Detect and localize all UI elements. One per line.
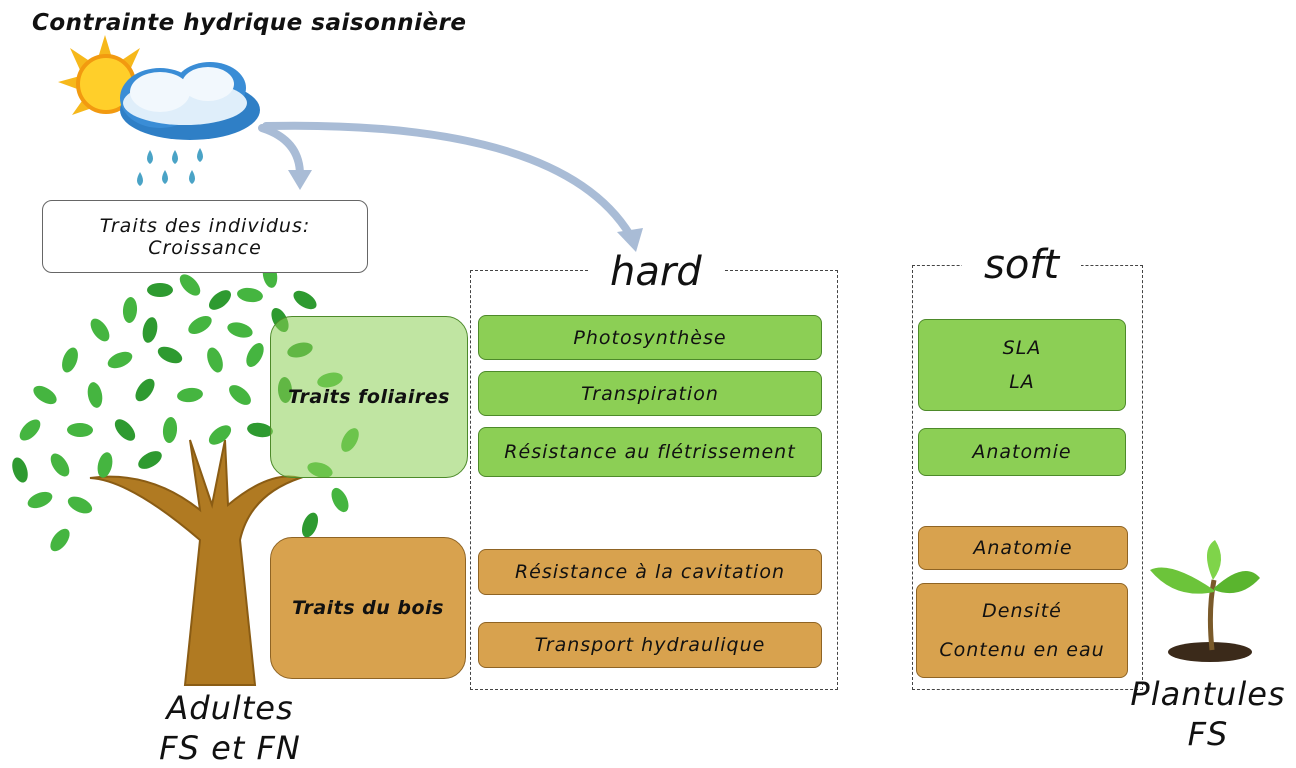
leaf-icon — [50, 453, 70, 477]
plantules-label: Plantules FS — [1118, 674, 1296, 754]
soft-wood-item-1: Anatomie — [918, 526, 1128, 570]
leaf-icon — [208, 290, 232, 310]
leaf-icon — [177, 387, 203, 403]
leaf-icon — [246, 343, 264, 367]
page-title: Contrainte hydrique saisonnière — [32, 10, 467, 36]
leaf-icon — [227, 322, 253, 338]
seedling-icon — [1150, 540, 1260, 662]
soft-title: soft — [962, 245, 1082, 285]
soft-leaf-item-2: Anatomie — [918, 428, 1126, 476]
plantules-line2: FS — [1187, 715, 1229, 753]
soft-leaf-sla: SLA — [1002, 336, 1042, 359]
leaf-icon — [331, 487, 349, 513]
leaf-icon — [62, 347, 78, 373]
arrow-to-hard — [262, 121, 634, 239]
leaf-icon — [237, 287, 263, 303]
hard-leaf-item-3: Résistance au flétrissement — [478, 427, 822, 477]
soft-wood-item-2: Densité Contenu en eau — [916, 583, 1128, 678]
soft-wood-densite: Densité — [982, 600, 1062, 623]
leaf-icon — [142, 317, 158, 343]
hard-wood-item-2: Transport hydraulique — [478, 622, 822, 668]
soft-leaf-item-1: SLA LA — [918, 319, 1126, 411]
hard-wood-item-1: Résistance à la cavitation — [478, 549, 822, 595]
leaf-icon — [67, 422, 93, 438]
leaf-icon — [301, 512, 319, 538]
leaf-icon — [107, 351, 133, 369]
adultes-line2: FS et FN — [159, 729, 301, 767]
leaf-icon — [12, 457, 28, 483]
traits-bois-box: Traits du bois — [270, 537, 466, 679]
leaf-icon — [33, 385, 57, 405]
soft-wood-contenu: Contenu en eau — [939, 638, 1105, 661]
adultes-line1: Adultes — [166, 689, 294, 727]
leaf-icon — [114, 419, 136, 441]
individus-box: Traits des individus: Croissance — [42, 200, 368, 273]
leaf-icon — [67, 496, 93, 514]
individus-line1: Traits des individus: — [99, 214, 311, 237]
arrow-to-individus — [258, 124, 304, 179]
leaf-icon — [87, 382, 103, 408]
leaf-icon — [135, 378, 155, 402]
leaf-icon — [90, 318, 110, 342]
leaf-icon — [229, 385, 251, 405]
traits-foliaires-box: Traits foliaires — [270, 316, 468, 478]
leaf-icon — [208, 425, 232, 445]
leaf-icon — [138, 451, 162, 469]
adultes-label: Adultes FS et FN — [130, 688, 330, 768]
hard-leaf-item-1: Photosynthèse — [478, 315, 822, 360]
soft-leaf-la: LA — [1009, 371, 1035, 393]
leaf-icon — [207, 347, 223, 373]
leaf-icon — [50, 528, 70, 552]
traits-bois-label: Traits du bois — [292, 597, 444, 619]
leaf-icon — [19, 419, 41, 441]
traits-foliaires-label: Traits foliaires — [288, 386, 450, 408]
leaf-icon — [179, 274, 201, 296]
cloud-icon — [120, 62, 260, 140]
leaf-icon — [147, 283, 173, 297]
rain-icon — [137, 148, 203, 186]
arrowhead-individus — [288, 170, 312, 190]
leaf-icon — [27, 491, 53, 509]
hard-leaf-item-2: Transpiration — [478, 371, 822, 416]
hard-title: hard — [588, 252, 724, 292]
leaf-icon — [162, 417, 178, 443]
arrowhead-hard — [617, 228, 643, 252]
plantules-line1: Plantules — [1130, 675, 1286, 713]
leaf-icon — [247, 422, 273, 438]
leaf-icon — [97, 452, 113, 478]
individus-line2: Croissance — [148, 236, 262, 259]
leaf-icon — [122, 297, 138, 323]
leaf-icon — [293, 290, 317, 310]
leaf-icon — [188, 316, 212, 334]
leaf-icon — [157, 346, 183, 364]
